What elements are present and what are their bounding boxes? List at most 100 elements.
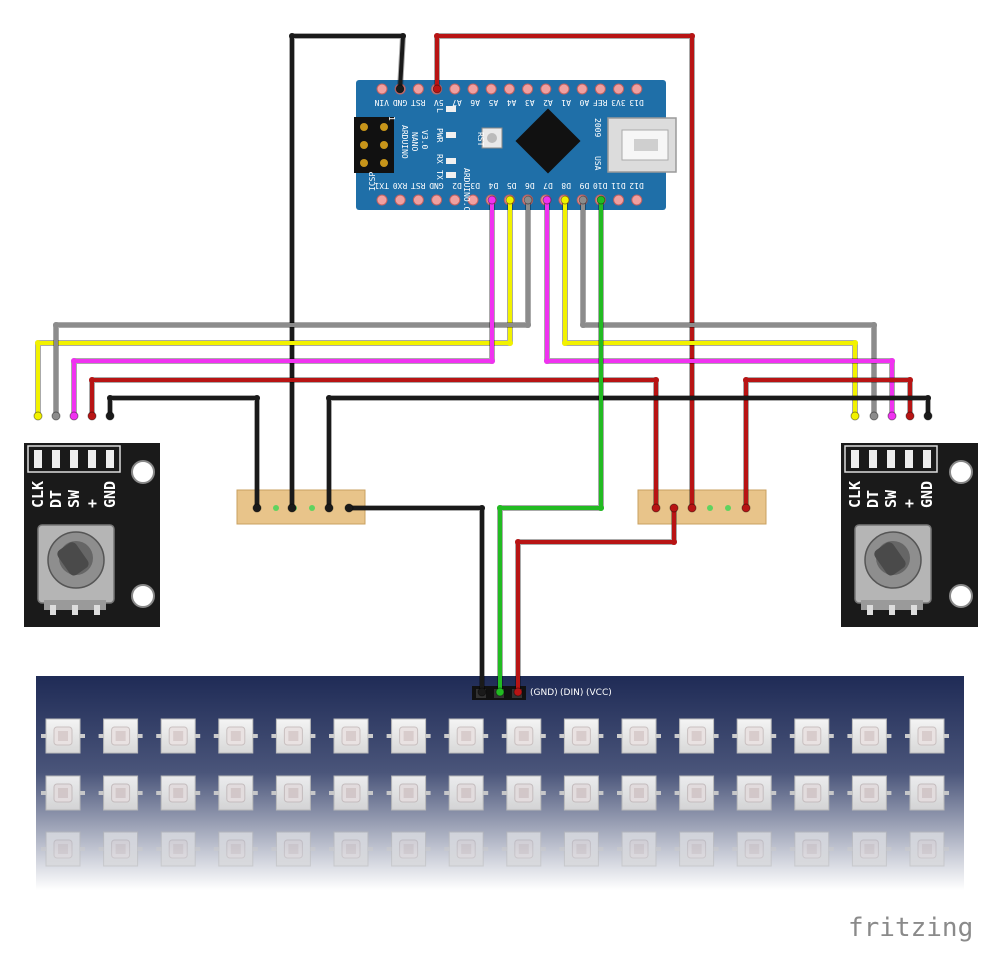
pin-d2 xyxy=(449,194,461,206)
board-version: V3.0 xyxy=(420,130,429,149)
led-pixel-icon xyxy=(329,831,373,867)
pin-ref xyxy=(594,83,606,95)
wire-strip-gnd xyxy=(344,503,487,697)
rotary-encoder-right: CLK DT SW + GND xyxy=(841,443,978,627)
pin-label: TX1 xyxy=(374,181,389,190)
strip-pin-vcc: (VCC) xyxy=(586,688,612,698)
led-pixel-icon xyxy=(617,831,661,867)
led-pixel-icon xyxy=(386,831,431,867)
pin-a7 xyxy=(449,83,461,95)
led-pixel-icon xyxy=(501,775,546,811)
led-pixel-icon xyxy=(617,718,661,754)
wires xyxy=(33,33,933,697)
led-pixel-icon xyxy=(156,718,201,754)
led-pixel-icon xyxy=(386,775,431,811)
pin-label: A0 xyxy=(579,98,589,107)
pin-a1 xyxy=(558,83,570,95)
wire-left-vcc xyxy=(87,377,661,513)
led-pixel-icon xyxy=(559,775,604,811)
encoder-right-pin-sw: SW xyxy=(882,489,900,508)
led-pixel-icon xyxy=(559,718,604,754)
pin-label: RST xyxy=(411,181,426,190)
encoder-left-pin-gnd: GND xyxy=(101,481,119,508)
pin-label: D7 xyxy=(543,181,553,190)
pin-label: D8 xyxy=(561,181,571,190)
led-pixel-icon xyxy=(329,775,373,811)
pin-label: A2 xyxy=(543,98,553,107)
usb-port-icon xyxy=(607,117,677,173)
pin-a5 xyxy=(485,83,497,95)
pin-label: A5 xyxy=(488,98,498,107)
wire-left-dt xyxy=(51,195,533,421)
icsp-pin1-label: 1 xyxy=(387,116,396,121)
usb-label: USA xyxy=(593,156,602,171)
mount-hole-icon xyxy=(949,460,973,484)
pin-label: REF xyxy=(593,98,608,107)
led-pixel-icon xyxy=(41,775,85,811)
encoder-left-pin-clk: CLK xyxy=(29,481,47,508)
fritzing-logo: fritzing xyxy=(848,913,973,943)
wire-right-dt xyxy=(578,195,879,421)
encoder-right-pin-gnd: GND xyxy=(918,481,936,508)
rotary-encoder-left: CLK DT SW + GND xyxy=(24,443,160,627)
led-pixel-icon xyxy=(213,775,258,811)
icsp-label: ICSP xyxy=(368,172,377,191)
led-pwr-label: PWR xyxy=(435,128,444,143)
encoder-left-pin-sw: SW xyxy=(65,489,83,508)
icsp-header-icon xyxy=(354,117,394,173)
led-pixel-icon xyxy=(213,718,258,754)
led-pixel-icon xyxy=(732,775,777,811)
led-matrix xyxy=(41,718,949,867)
pin-label: D10 xyxy=(593,181,608,190)
led-pixel-icon xyxy=(732,718,777,754)
led-pixel-icon xyxy=(271,775,316,811)
led-pixel-icon xyxy=(501,831,546,867)
wire-right-sw xyxy=(542,195,897,421)
pin-label: A1 xyxy=(561,98,571,107)
pin-gnd xyxy=(431,194,443,206)
led-pixel-icon xyxy=(156,831,201,867)
pin-tx1 xyxy=(376,194,388,206)
led-pixel-icon xyxy=(789,775,834,811)
strip-pin-gnd: (GND) xyxy=(530,688,558,698)
wire-strip-vcc xyxy=(513,503,679,697)
mount-hole-icon xyxy=(131,460,155,484)
pin-rst xyxy=(412,83,424,95)
led-pixel-icon xyxy=(98,775,143,811)
pin-label: D9 xyxy=(579,181,589,190)
led-l-label: L xyxy=(435,108,444,113)
led-pixel-icon xyxy=(41,831,85,867)
pin-label: A7 xyxy=(452,98,462,107)
led-strip: (GND) (DIN) (VCC) xyxy=(36,676,964,890)
encoder-knob-icon xyxy=(37,524,115,615)
pin-label: A6 xyxy=(470,98,480,107)
pin-label: A3 xyxy=(525,98,535,107)
led-pixel-icon xyxy=(444,718,489,754)
wire-left-sw xyxy=(69,195,497,421)
wire-right-gnd xyxy=(324,395,933,513)
pin-label: A4 xyxy=(507,98,517,107)
pin-a2 xyxy=(540,83,552,95)
led-pixel-icon xyxy=(213,831,258,867)
pin-label: GND xyxy=(429,181,444,190)
pin-d13 xyxy=(631,83,643,95)
pin-a4 xyxy=(503,83,515,95)
pin-label: D5 xyxy=(507,181,517,190)
pin-rx0 xyxy=(394,194,406,206)
board-site: ARDUINO.CC xyxy=(462,168,471,216)
led-pixel-icon xyxy=(271,831,316,867)
wire-left-clk xyxy=(33,195,515,421)
pin-label: D13 xyxy=(629,98,644,107)
pin-label: D2 xyxy=(452,181,462,190)
encoder-left-pin-plus: + xyxy=(83,499,101,508)
strip-pin-din: (DIN) xyxy=(560,688,583,698)
led-pixel-icon xyxy=(847,775,892,811)
board-model: NANO xyxy=(410,132,419,151)
reset-label: RST xyxy=(476,132,485,147)
encoder-right-pin-plus: + xyxy=(900,499,918,508)
wire-5v-main xyxy=(432,33,697,513)
pin-d3 xyxy=(467,194,479,206)
led-pixel-icon xyxy=(271,718,316,754)
